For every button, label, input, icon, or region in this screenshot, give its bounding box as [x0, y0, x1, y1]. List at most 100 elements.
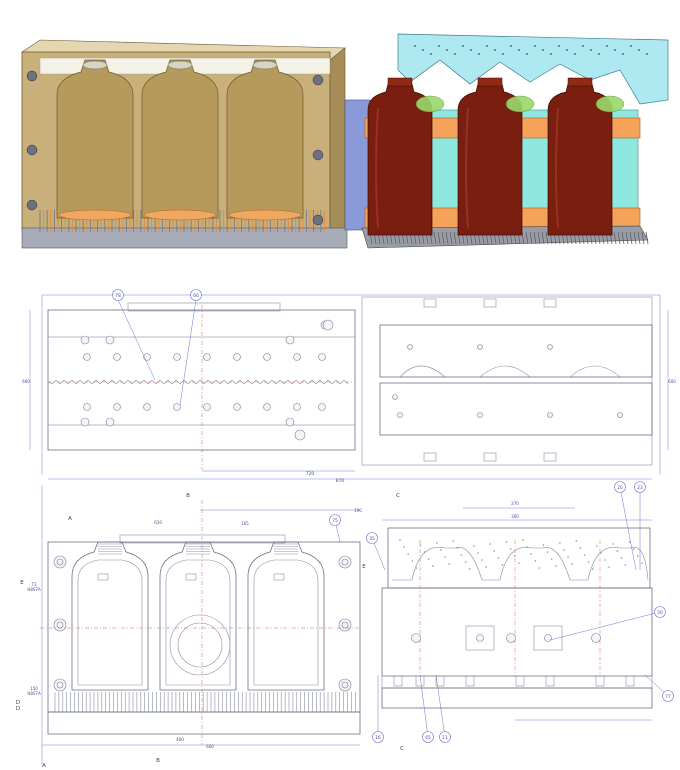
fv-dot	[526, 546, 528, 548]
base-fin-right	[633, 231, 637, 245]
fv-dot	[456, 547, 459, 549]
base-fin-right	[641, 231, 645, 245]
fv-dot	[493, 550, 496, 552]
fv-vent-3	[273, 573, 285, 581]
plan-hole-upper-3	[173, 353, 181, 361]
mold-side-face	[329, 47, 346, 243]
fv-dot	[522, 539, 524, 541]
right-asm-lower	[379, 382, 653, 436]
clamp-hole	[534, 45, 536, 47]
base-fin-right	[541, 231, 545, 245]
bolt-4	[312, 74, 324, 86]
fv-dot	[501, 564, 504, 566]
cavity-3	[226, 59, 304, 219]
clamp-hole	[518, 49, 520, 51]
clamp-hole	[558, 45, 560, 47]
cavity-neck-2	[167, 60, 193, 70]
fv-right-foot-0	[393, 675, 403, 687]
right-plan-hole-3	[392, 394, 398, 400]
parting-line	[47, 379, 349, 385]
fv-dot	[477, 552, 479, 554]
fv-right-foot-7	[625, 675, 635, 687]
fv-dot	[436, 542, 438, 544]
base-fin-right	[525, 231, 529, 245]
fv-dot	[559, 542, 561, 544]
fv-dot	[555, 565, 557, 567]
fv-dot	[538, 567, 541, 569]
base-fin-right	[529, 231, 533, 245]
fv-section-E-9: E	[362, 564, 366, 570]
base-fin-right	[453, 231, 457, 245]
fv-section-A-0: A	[68, 516, 72, 522]
base-fin-right	[449, 231, 453, 245]
cavity-neck-1	[82, 60, 108, 70]
fv-dim-label-5: 300	[511, 514, 519, 519]
fv-dot	[579, 547, 582, 549]
fv-dot	[444, 556, 446, 558]
base-fin-right	[441, 231, 445, 245]
fv-dot	[620, 557, 623, 559]
left-mold-top-boss	[127, 302, 281, 312]
plan-ejector-top	[322, 319, 334, 331]
fv-right-hole-0	[411, 633, 421, 643]
clamp-hole	[454, 53, 456, 55]
fv-dot	[624, 564, 627, 566]
fv-bolt-core-2	[56, 681, 64, 689]
fv-dot	[530, 553, 532, 555]
fv-balloon-20	[614, 481, 626, 493]
fv-cavity-1	[71, 541, 149, 691]
plan-bolt-2	[285, 335, 295, 345]
fv-dot	[481, 559, 483, 561]
fv-dot	[423, 551, 426, 553]
fv-center-disc	[169, 614, 231, 676]
clamp-hole	[566, 49, 568, 51]
right-plan-boss-3	[423, 452, 437, 462]
right-plan-hole-0	[407, 344, 413, 350]
base-fin-right	[433, 231, 437, 245]
bottle-highlight-2	[465, 107, 469, 229]
fv-balloon-leader-7	[419, 674, 429, 738]
fv-dim-label-3: 270	[511, 501, 519, 506]
clamp-hole	[494, 49, 496, 51]
balloon-label-66: 66	[193, 293, 199, 299]
fv-dot	[563, 549, 565, 551]
fv-dot	[534, 560, 537, 562]
fv-dot	[518, 562, 520, 564]
plan-bolt-0	[80, 335, 90, 345]
clamp-hole	[470, 49, 472, 51]
plan-hole-upper-0	[83, 353, 91, 361]
clamp-hole	[430, 53, 432, 55]
fv-dot	[473, 545, 475, 547]
fv-dot	[608, 566, 610, 568]
plan-hole-upper-1	[113, 353, 121, 361]
bottle-cap-3	[567, 77, 593, 87]
fv-vent-2	[185, 573, 197, 581]
fv-balloon-label-50: 50	[657, 610, 663, 616]
plan-bolt-1	[105, 335, 115, 345]
fv-dot	[497, 557, 500, 559]
plan-bolt-4	[80, 417, 90, 427]
fv-dot	[432, 565, 434, 567]
balloon-leader-1	[179, 299, 197, 406]
fv-left-base	[47, 711, 361, 735]
right-plan-hole-7	[617, 412, 623, 418]
fv-dim-label-8: H8S7A	[27, 587, 41, 592]
cavity-bottom-2	[143, 209, 217, 221]
mold-3d-render	[21, 33, 669, 249]
right-plan-hole-6	[547, 412, 553, 418]
left-mold-outline	[47, 309, 356, 451]
right-asm-upper	[379, 324, 653, 378]
base-fin-right	[637, 231, 641, 245]
base-fin-right	[617, 231, 621, 245]
fv-cavity-inner-2	[165, 559, 231, 686]
balloon-leader-0	[117, 299, 156, 381]
right-plan-boss-2	[543, 298, 557, 308]
plan-hole-lower-4	[203, 403, 211, 411]
clamp-hole	[502, 53, 504, 55]
fv-right-foot-3	[465, 675, 475, 687]
fv-dot	[415, 567, 418, 569]
fv-top-boss	[119, 534, 286, 544]
fv-dot	[464, 561, 467, 563]
fv-cavity-2	[159, 541, 237, 691]
